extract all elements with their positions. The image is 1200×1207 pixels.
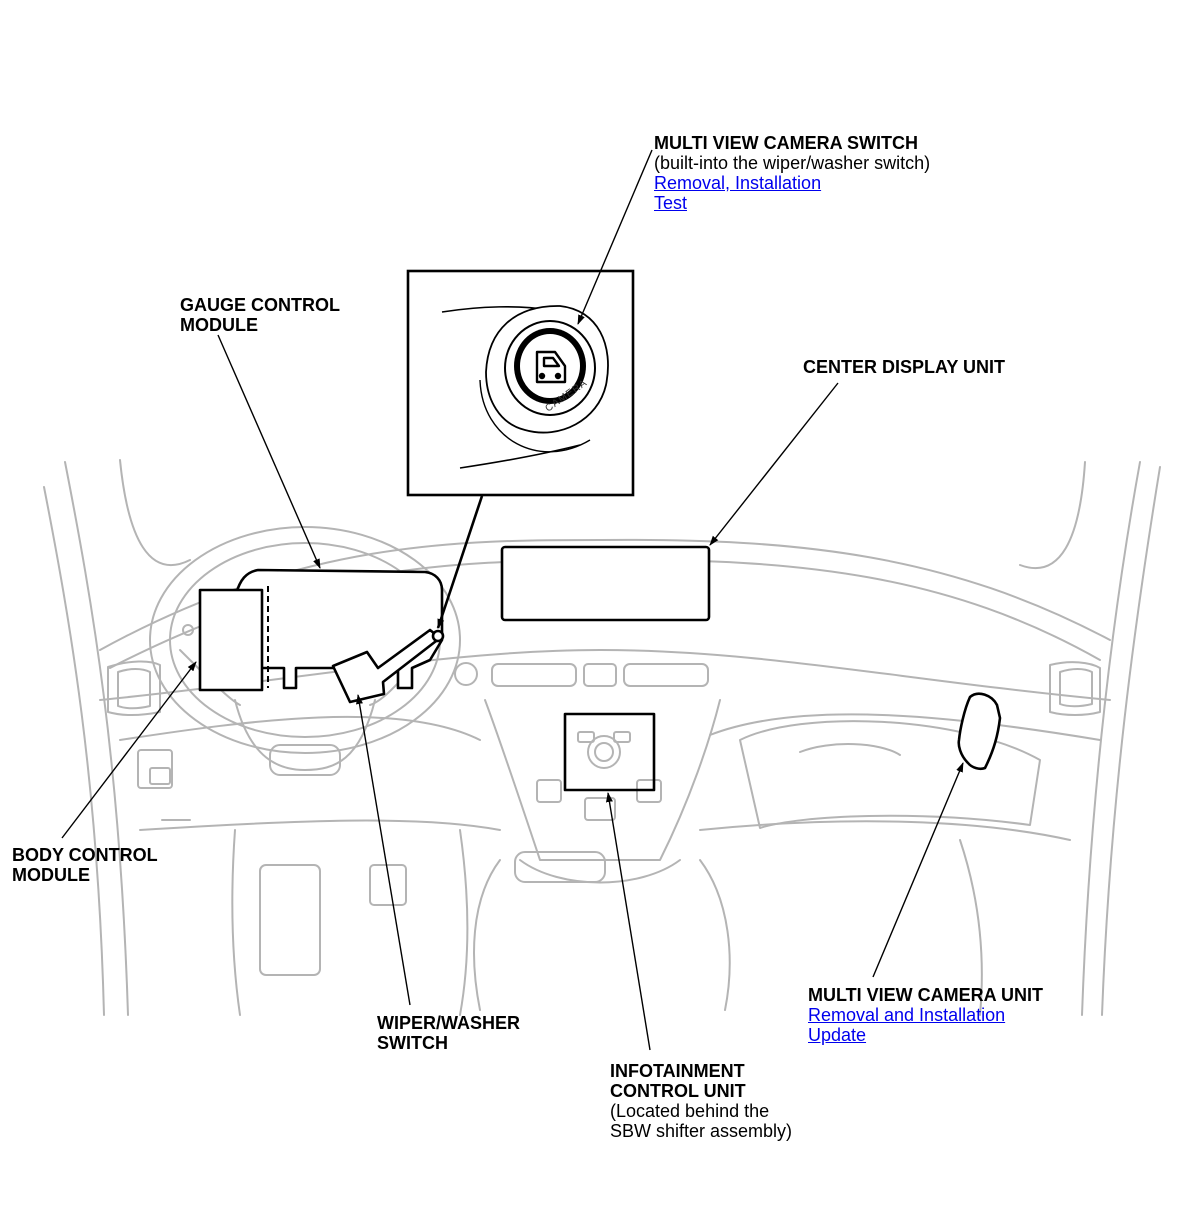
console-switch-1	[536, 779, 562, 803]
dash-mid-curve-right	[709, 713, 1101, 741]
right-air-vent-inner	[1059, 668, 1093, 708]
body-control-module	[198, 588, 264, 692]
left-a-pillar-inner	[64, 461, 129, 1016]
right-air-vent	[1049, 661, 1101, 716]
center-stack-lower	[473, 859, 501, 1011]
camera-unit-update-link[interactable]: Update	[808, 1025, 867, 1045]
infotainment-details	[577, 731, 631, 769]
right-pedal	[369, 864, 407, 906]
left-air-vent	[107, 660, 161, 716]
infotainment-control-unit-note-line2: SBW shifter assembly)	[610, 1121, 793, 1141]
console-port	[584, 797, 616, 821]
leader-infotainment-control-unit	[605, 792, 651, 1051]
camera-switch-inset: CAMERA	[406, 269, 635, 497]
center-stack	[484, 699, 721, 861]
left-switch-panel-lower	[149, 767, 171, 785]
callout-multi-view-camera-unit: MULTI VIEW CAMERA UNIT Removal and Insta…	[808, 985, 1043, 1045]
callout-gauge-control-module: GAUGE CONTROL MODULE	[180, 295, 340, 335]
right-a-pillar	[1101, 466, 1161, 1016]
leader-multi-view-camera-unit	[872, 762, 964, 978]
center-console	[519, 859, 681, 884]
left-air-vent-inner	[117, 668, 151, 710]
infotainment-knob	[587, 735, 621, 769]
infotainment-control-unit-title-line1: INFOTAINMENT	[610, 1061, 745, 1081]
center-vent-right	[623, 663, 709, 687]
callout-body-control-module: BODY CONTROL MODULE	[12, 845, 158, 885]
gauge-control-module-title-line2: MODULE	[180, 315, 258, 335]
glove-box-handle	[799, 743, 901, 756]
left-pedal	[259, 864, 321, 976]
multi-view-camera-switch-note: (built-into the wiper/washer switch)	[654, 153, 931, 173]
steering-wheel-hub	[234, 699, 376, 771]
leader-lines	[61, 149, 964, 1051]
camera-switch-test-link[interactable]: Test	[654, 193, 688, 213]
gauge-control-module-title-line1: GAUGE CONTROL	[180, 295, 340, 315]
right-a-pillar-inner	[1081, 461, 1141, 1016]
infotainment-control-unit-note-line1: (Located behind the	[610, 1101, 770, 1121]
steering-wheel-rim	[149, 526, 461, 754]
center-vent-left	[491, 663, 577, 687]
left-a-pillar	[43, 486, 105, 1016]
callout-multi-view-camera-switch: MULTI VIEW CAMERA SWITCH (built-into the…	[654, 133, 930, 213]
leader-center-display-unit	[709, 382, 839, 546]
console-tray	[514, 851, 606, 883]
leader-body-control-module	[61, 661, 197, 839]
callout-wiper-washer-switch: WIPER/WASHER SWITCH	[377, 1013, 520, 1053]
floor-line-right	[459, 829, 469, 1016]
dash-lower-edge	[99, 649, 1111, 701]
center-vent-mid	[583, 663, 617, 687]
glove-box	[739, 720, 1041, 829]
right-a-pillar-edge	[1019, 461, 1086, 570]
center-stack-lower-right	[699, 859, 731, 1011]
dash-mid-curve	[119, 715, 481, 741]
floor-line-left	[231, 829, 241, 1016]
infotainment-control-unit	[563, 712, 656, 792]
body-control-module-title-line1: BODY CONTROL	[12, 845, 158, 865]
leader-wiper-washer-switch	[356, 694, 411, 1006]
callout-center-display-unit: CENTER DISPLAY UNIT	[803, 357, 1005, 377]
wheel-button-left	[182, 624, 194, 636]
body-control-module-title-line2: MODULE	[12, 865, 90, 885]
multi-view-camera-unit	[957, 692, 1002, 771]
hazard-knob	[454, 662, 478, 686]
wiper-washer-switch-title-line2: SWITCH	[377, 1033, 448, 1053]
left-a-pillar-edge	[119, 459, 191, 566]
dash-bottom-left	[139, 819, 501, 831]
infotainment-control-unit-title-line2: CONTROL UNIT	[610, 1081, 746, 1101]
steering-column	[269, 744, 341, 776]
callout-infotainment-control-unit: INFOTAINMENT CONTROL UNIT (Located behin…	[610, 1061, 792, 1141]
camera-unit-removal-installation-link[interactable]: Removal and Installation	[808, 1005, 1006, 1025]
multi-view-camera-unit-title: MULTI VIEW CAMERA UNIT	[808, 985, 1043, 1005]
multi-view-camera-switch-title: MULTI VIEW CAMERA SWITCH	[654, 133, 918, 153]
inset-pointer	[436, 495, 484, 629]
leader-camera-switch	[577, 149, 653, 325]
dash-bottom-right	[699, 820, 1071, 841]
leader-gauge-control-module	[217, 334, 321, 569]
left-switch-panel	[137, 749, 173, 789]
camera-switch-removal-installation-link[interactable]: Removal, Installation	[654, 173, 822, 193]
wiper-washer-switch-title-line1: WIPER/WASHER	[377, 1013, 521, 1033]
floor-line-far-right	[959, 839, 983, 1016]
center-display-unit-title: CENTER DISPLAY UNIT	[803, 357, 1006, 377]
camera-icon	[535, 350, 567, 384]
center-display-unit	[500, 545, 711, 622]
highlighted-components	[198, 545, 1002, 792]
